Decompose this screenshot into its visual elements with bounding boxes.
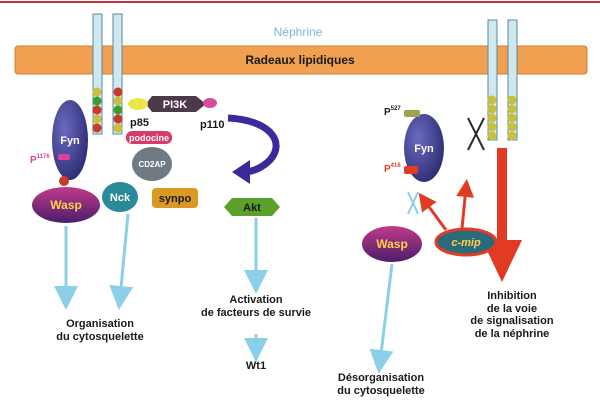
nck-shape bbox=[102, 182, 138, 212]
p1176-marker bbox=[58, 154, 70, 160]
block-x-fyn bbox=[467, 117, 485, 151]
pi3k-shape bbox=[146, 96, 206, 112]
wasp-left-label: Wasp bbox=[50, 198, 82, 212]
org-cyto-label: Organisation du cytosquelette bbox=[40, 318, 160, 343]
p85-label: p85 bbox=[130, 117, 149, 129]
fyn-right-label: Fyn bbox=[414, 143, 434, 155]
cmip-shape bbox=[434, 227, 498, 257]
p85-subunit bbox=[128, 98, 148, 110]
podocine-shape bbox=[126, 131, 172, 144]
wasp-right bbox=[362, 226, 422, 262]
raft-label: Radeaux lipidiques bbox=[245, 53, 355, 67]
activation-line1: Activation bbox=[229, 294, 283, 306]
tyrosine-beads-right bbox=[487, 95, 517, 141]
arrow-cmip-p416 bbox=[418, 192, 448, 231]
inhib-line4: de la néphrine bbox=[474, 327, 550, 340]
wasp-left bbox=[32, 187, 100, 223]
p416-marker bbox=[404, 166, 418, 174]
wasp-right-label: Wasp bbox=[376, 237, 408, 251]
pi3k-label: PI3K bbox=[163, 99, 188, 111]
p110-subunit bbox=[203, 98, 217, 108]
fyn-bead bbox=[59, 176, 69, 186]
nephrine-receptor-left bbox=[92, 13, 123, 135]
fyn-left-label: Fyn bbox=[60, 135, 80, 147]
fyn-right bbox=[404, 114, 444, 182]
lipid-raft-band bbox=[14, 45, 588, 75]
pi3k-akt-arrow bbox=[227, 114, 280, 176]
desorg-line1: Désorganisation bbox=[337, 372, 425, 384]
inhibition-shaft bbox=[497, 148, 507, 240]
org-cyto-line1: Organisation bbox=[66, 318, 134, 330]
akt-label: Akt bbox=[243, 202, 261, 214]
synpo-shape bbox=[152, 188, 198, 208]
inhib-line2: de la voie bbox=[486, 302, 538, 315]
arrow-cmip-fyn bbox=[456, 179, 475, 229]
wt1-label: Wt1 bbox=[245, 360, 267, 372]
pi3k-akt-arrowhead bbox=[232, 160, 250, 184]
inhib-line1: Inhibition bbox=[487, 290, 537, 302]
inhib-line3: de signalisation bbox=[470, 315, 554, 328]
tyrosine-beads-left bbox=[92, 87, 123, 133]
p527-marker bbox=[404, 110, 420, 117]
cmip-label: c-mip bbox=[451, 237, 481, 249]
arrow-nck-down bbox=[109, 213, 134, 310]
cd2ap-label: CD2AP bbox=[138, 160, 166, 169]
desorg-label: Désorganisation du cytosquelette bbox=[316, 372, 446, 397]
p110-label: p110 bbox=[200, 119, 224, 131]
synpo-label: synpo bbox=[159, 193, 192, 205]
cd2ap-shape bbox=[132, 147, 172, 181]
block-x-wasp bbox=[407, 191, 419, 215]
activation-label: Activation de facteurs de survie bbox=[176, 294, 336, 319]
podocine-label: podocine bbox=[129, 133, 169, 143]
nck-label: Nck bbox=[110, 192, 131, 204]
org-cyto-line2: du cytosquelette bbox=[56, 330, 144, 343]
desorg-line2: du cytosquelette bbox=[337, 384, 425, 397]
nephrine-label: Néphrine bbox=[274, 25, 323, 39]
inhibition-label: Inhibition de la voie de signalisation d… bbox=[452, 290, 572, 341]
akt-shape bbox=[224, 198, 280, 216]
p527-label: P527 bbox=[384, 106, 401, 118]
p1176-label: P1176 bbox=[30, 154, 50, 166]
arrow-wasp-right-down bbox=[369, 263, 394, 374]
p416-label: P416 bbox=[384, 163, 401, 175]
inhibition-arrowhead bbox=[482, 240, 522, 282]
activation-line2: de facteurs de survie bbox=[200, 306, 312, 319]
